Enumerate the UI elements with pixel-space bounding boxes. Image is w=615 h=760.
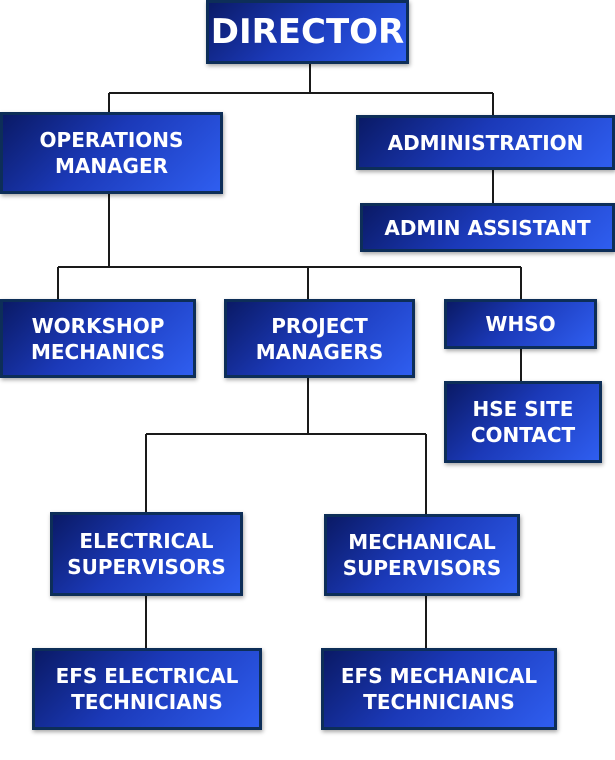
workshop-mechanics-box: WORKSHOP MECHANICS (0, 299, 196, 378)
electrical-supervisors-box: ELECTRICAL SUPERVISORS (50, 512, 243, 596)
efs-mechanical-technicians-box: EFS MECHANICAL TECHNICIANS (321, 648, 557, 730)
administration-box: ADMINISTRATION (356, 115, 615, 170)
mechanical-supervisors-box: MECHANICAL SUPERVISORS (324, 514, 520, 596)
operations-manager-box: OPERATIONS MANAGER (0, 112, 223, 194)
hse-site-contact-box: HSE SITE CONTACT (444, 381, 602, 463)
efs-electrical-technicians-box: EFS ELECTRICAL TECHNICIANS (32, 648, 262, 730)
director-box: DIRECTOR (206, 0, 409, 64)
whso-box: WHSO (444, 299, 597, 349)
admin-assistant-box: ADMIN ASSISTANT (360, 203, 615, 252)
project-managers-box: PROJECT MANAGERS (224, 299, 415, 378)
